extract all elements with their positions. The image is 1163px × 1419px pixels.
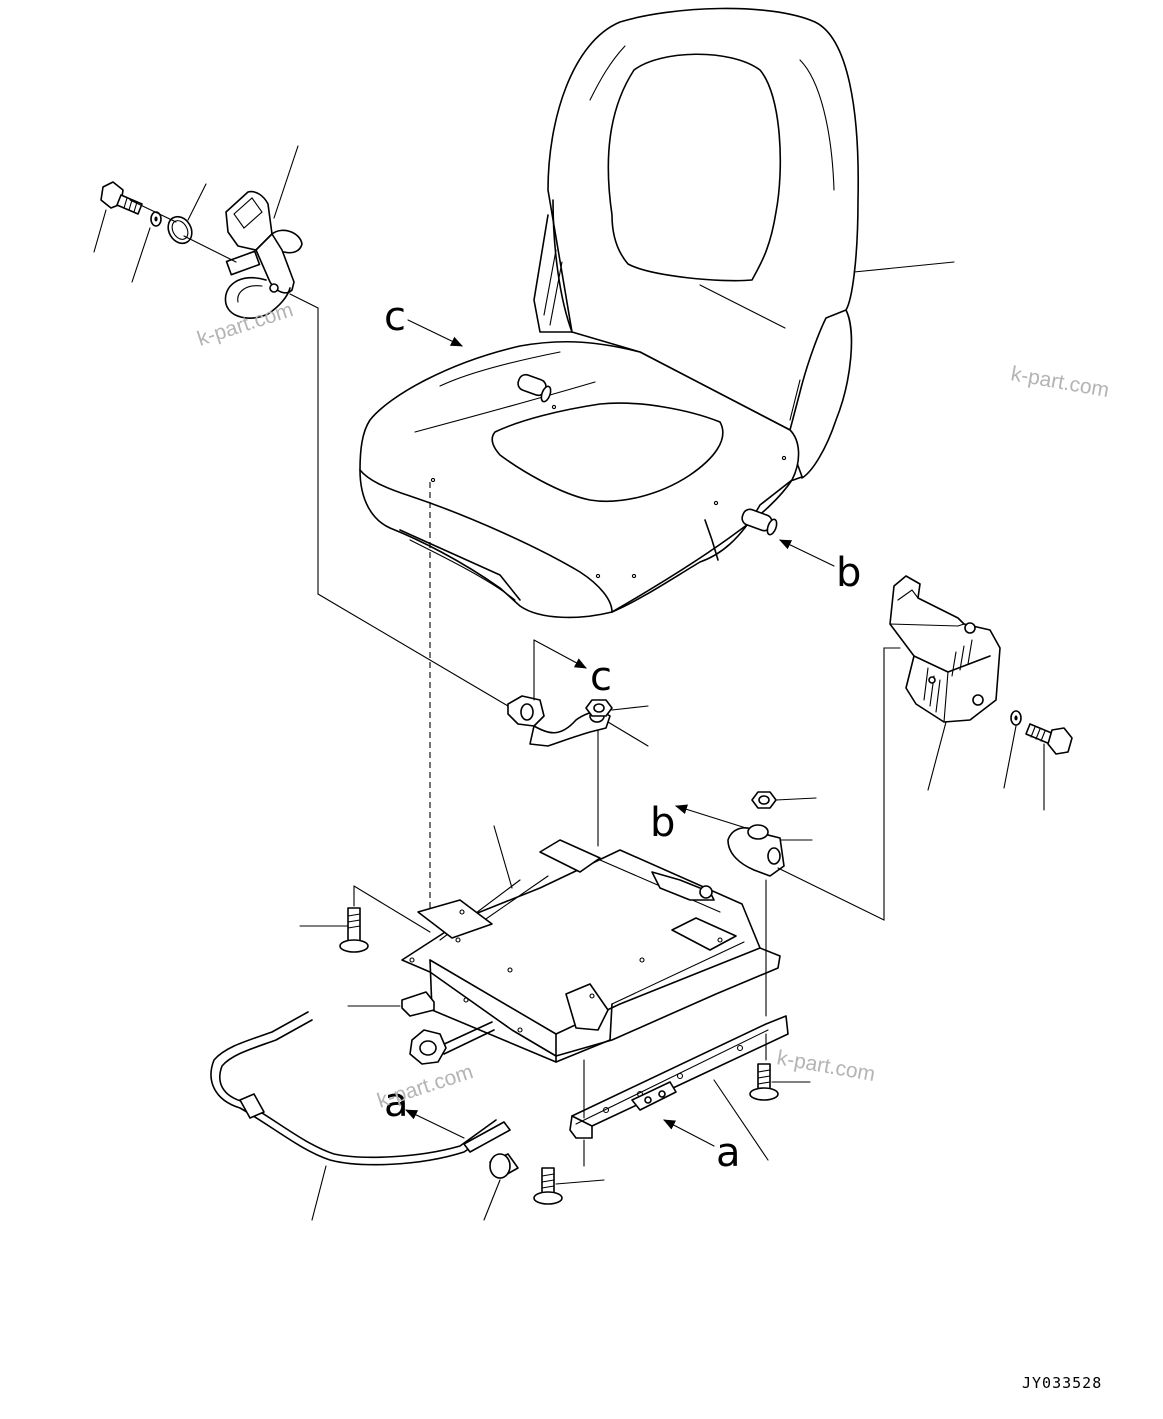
watermark: k-part.com <box>775 1046 877 1086</box>
callout-c-top: c <box>384 294 406 340</box>
drawing-code: JY033528 <box>1022 1374 1102 1392</box>
watermark: k-part.com <box>1009 362 1111 402</box>
callout-c-bracket: c <box>590 654 612 700</box>
nut-c <box>585 699 613 717</box>
seat-belt-buckle-left <box>224 190 303 319</box>
watermark: k-part.com <box>374 1060 475 1113</box>
support-bracket-b <box>727 791 785 877</box>
bolt-rail-left <box>533 1167 563 1205</box>
callout-arrows <box>405 319 835 1147</box>
seat-cushion <box>359 340 800 619</box>
seat-belt-retractor-right <box>889 575 1001 723</box>
bolt-right <box>1025 723 1073 755</box>
belt-anchor-bracket <box>507 695 611 747</box>
leader-lines <box>93 145 1045 1221</box>
hose-clamp-left <box>167 215 193 245</box>
seat-suspension-frame <box>401 839 781 1063</box>
adjust-knob <box>409 1021 495 1065</box>
bolt-left <box>100 181 143 215</box>
slide-lever-rod <box>210 1011 511 1166</box>
collar <box>489 1153 519 1179</box>
callout-a-rail: a <box>716 1130 741 1176</box>
bolt-frame <box>339 907 369 953</box>
connection-lines <box>289 293 901 1167</box>
callout-b-bracket: b <box>650 800 675 846</box>
callout-b-seat: b <box>836 550 861 596</box>
washer-left <box>150 211 162 227</box>
bolt-rail-right <box>749 1063 779 1101</box>
callout-a-left: a <box>384 1080 409 1126</box>
washer-right <box>1010 710 1022 726</box>
watermark: k-part.com <box>194 298 295 351</box>
slide-rail <box>569 1015 789 1139</box>
spacer-block <box>401 991 435 1017</box>
